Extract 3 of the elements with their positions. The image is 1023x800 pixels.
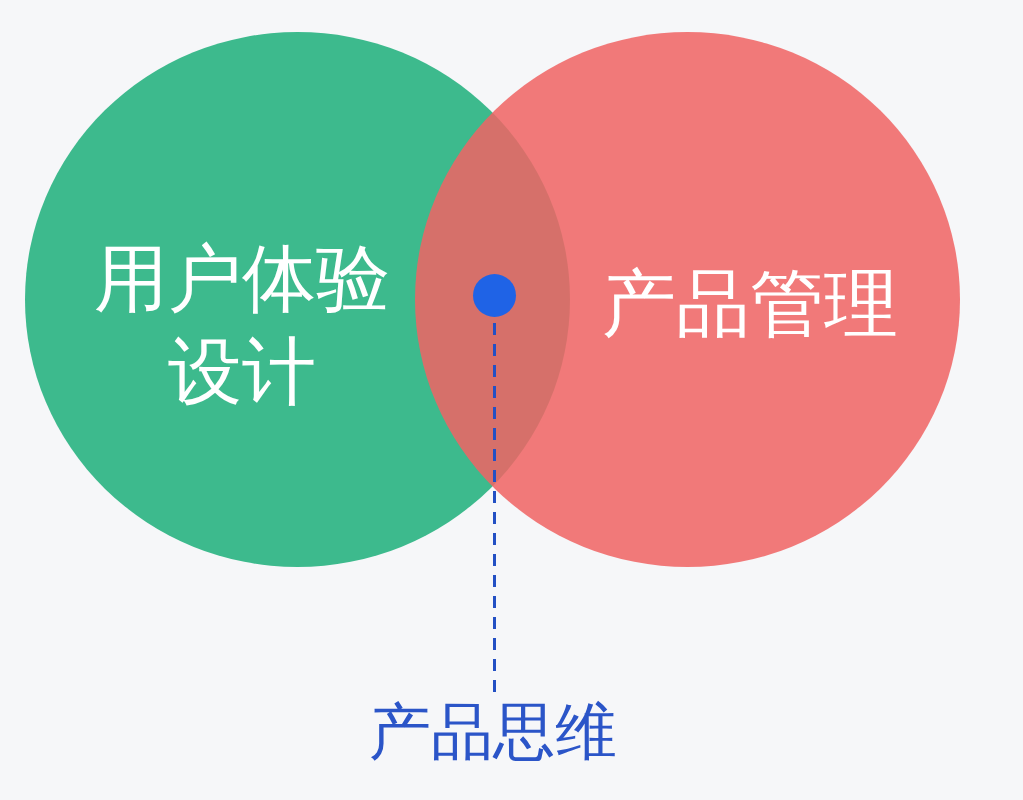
circle-label: 用户体验设计 [93,234,391,416]
circle-label: 产品管理 [601,259,899,348]
callout-label: 产品思维 [369,690,617,774]
